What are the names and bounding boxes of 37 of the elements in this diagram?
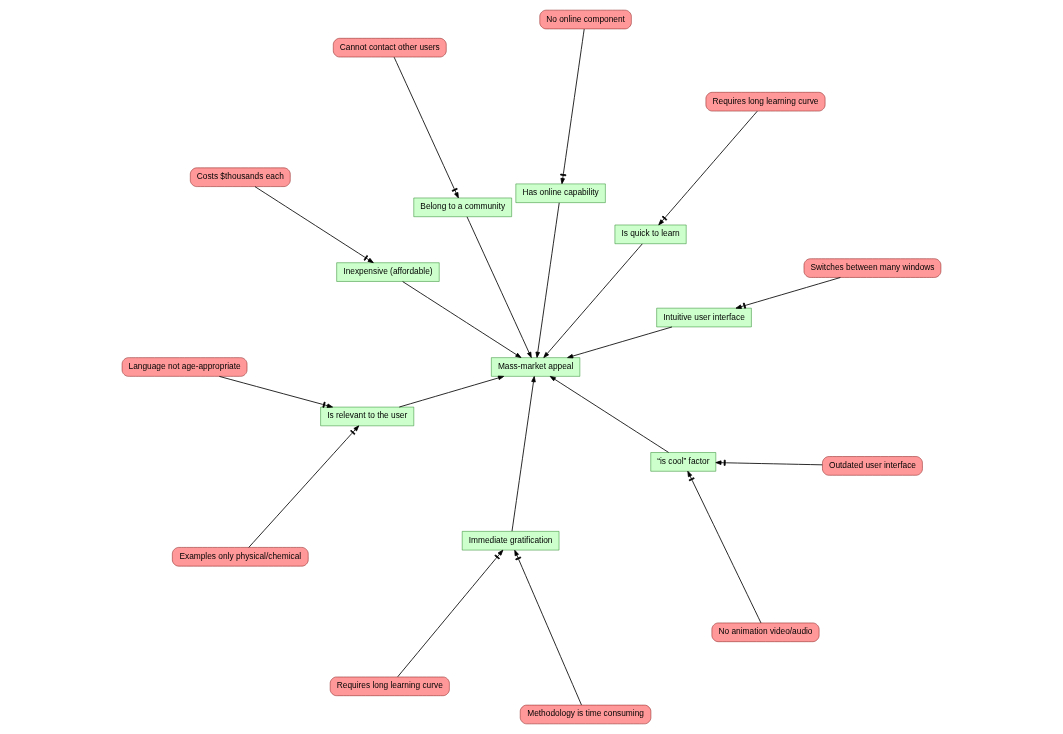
node-box: Costs $thousands each [190,167,291,187]
arrow [715,459,823,466]
arrow [397,549,504,678]
node-box: Mass-market appeal [491,357,581,377]
node-box: Outdated user interface [822,456,923,476]
arrow [248,425,360,548]
node-box: No online component [539,9,632,30]
arrow [560,28,585,185]
arrow [402,281,522,358]
node-box: Requires long learning curve [705,92,826,112]
arrow [549,376,669,453]
node-box: “is cool” factor [650,452,717,472]
arrow [687,470,762,624]
node-box: Requires long learning curve [329,676,450,696]
node-box: Language not age-appropriate [121,357,248,377]
arrow [735,277,841,309]
node-box: Immediate gratification [461,531,560,551]
node-box: No animation video/audio [711,622,820,642]
arrow [466,216,532,358]
arrow [658,110,758,226]
node-box: Is quick to learn [614,224,687,244]
arrow [393,56,459,199]
arrow [535,202,560,358]
node-box: Cannot contact other users [333,38,447,58]
arrow [511,376,536,532]
arrow [254,186,374,264]
arrow [567,326,673,359]
node-box: Examples only physical/chemical [172,547,309,567]
node-box: Methodology is time consuming [519,704,652,725]
node-box: Has online capability [515,183,606,203]
node-box: Belong to a community [413,197,512,217]
node-box: Switches between many windows [803,258,942,278]
node-box: Inexpensive (affordable) [336,262,440,282]
arrow [514,549,582,706]
arrow [218,376,333,408]
arrow [543,243,643,358]
arrow [398,375,505,408]
